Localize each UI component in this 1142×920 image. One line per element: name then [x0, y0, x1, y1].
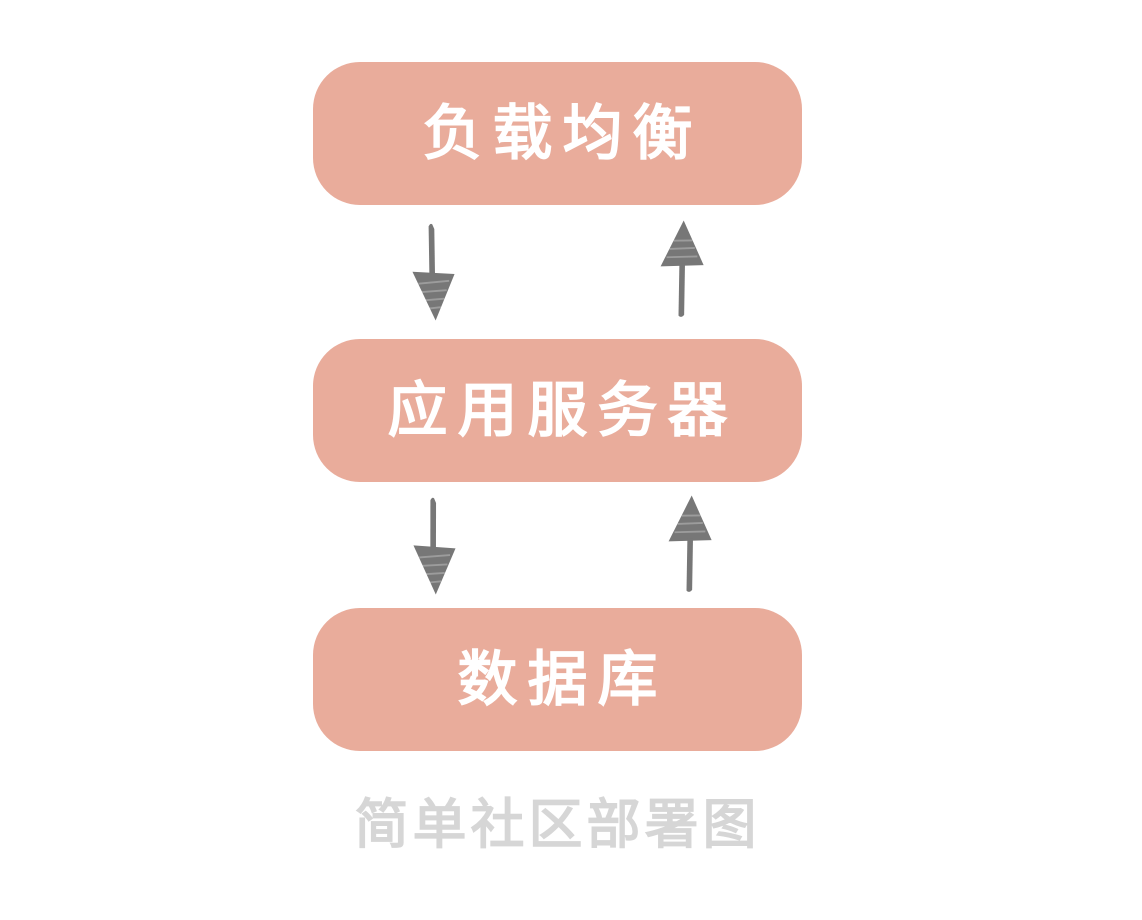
- node-app-server: 应用服务器: [313, 339, 802, 482]
- down-arrow-icon: [413, 497, 456, 595]
- node-load-balancer: 负载均衡: [313, 62, 802, 205]
- node-database: 数据库: [313, 608, 802, 751]
- down-arrow-icon: [412, 223, 455, 321]
- up-arrow-icon: [668, 495, 712, 592]
- node-label: 应用服务器: [387, 375, 738, 446]
- diagram-caption: 简单社区部署图: [354, 793, 761, 856]
- node-label: 数据库: [457, 644, 668, 715]
- up-arrow-icon: [660, 220, 704, 317]
- node-label: 负载均衡: [422, 98, 703, 169]
